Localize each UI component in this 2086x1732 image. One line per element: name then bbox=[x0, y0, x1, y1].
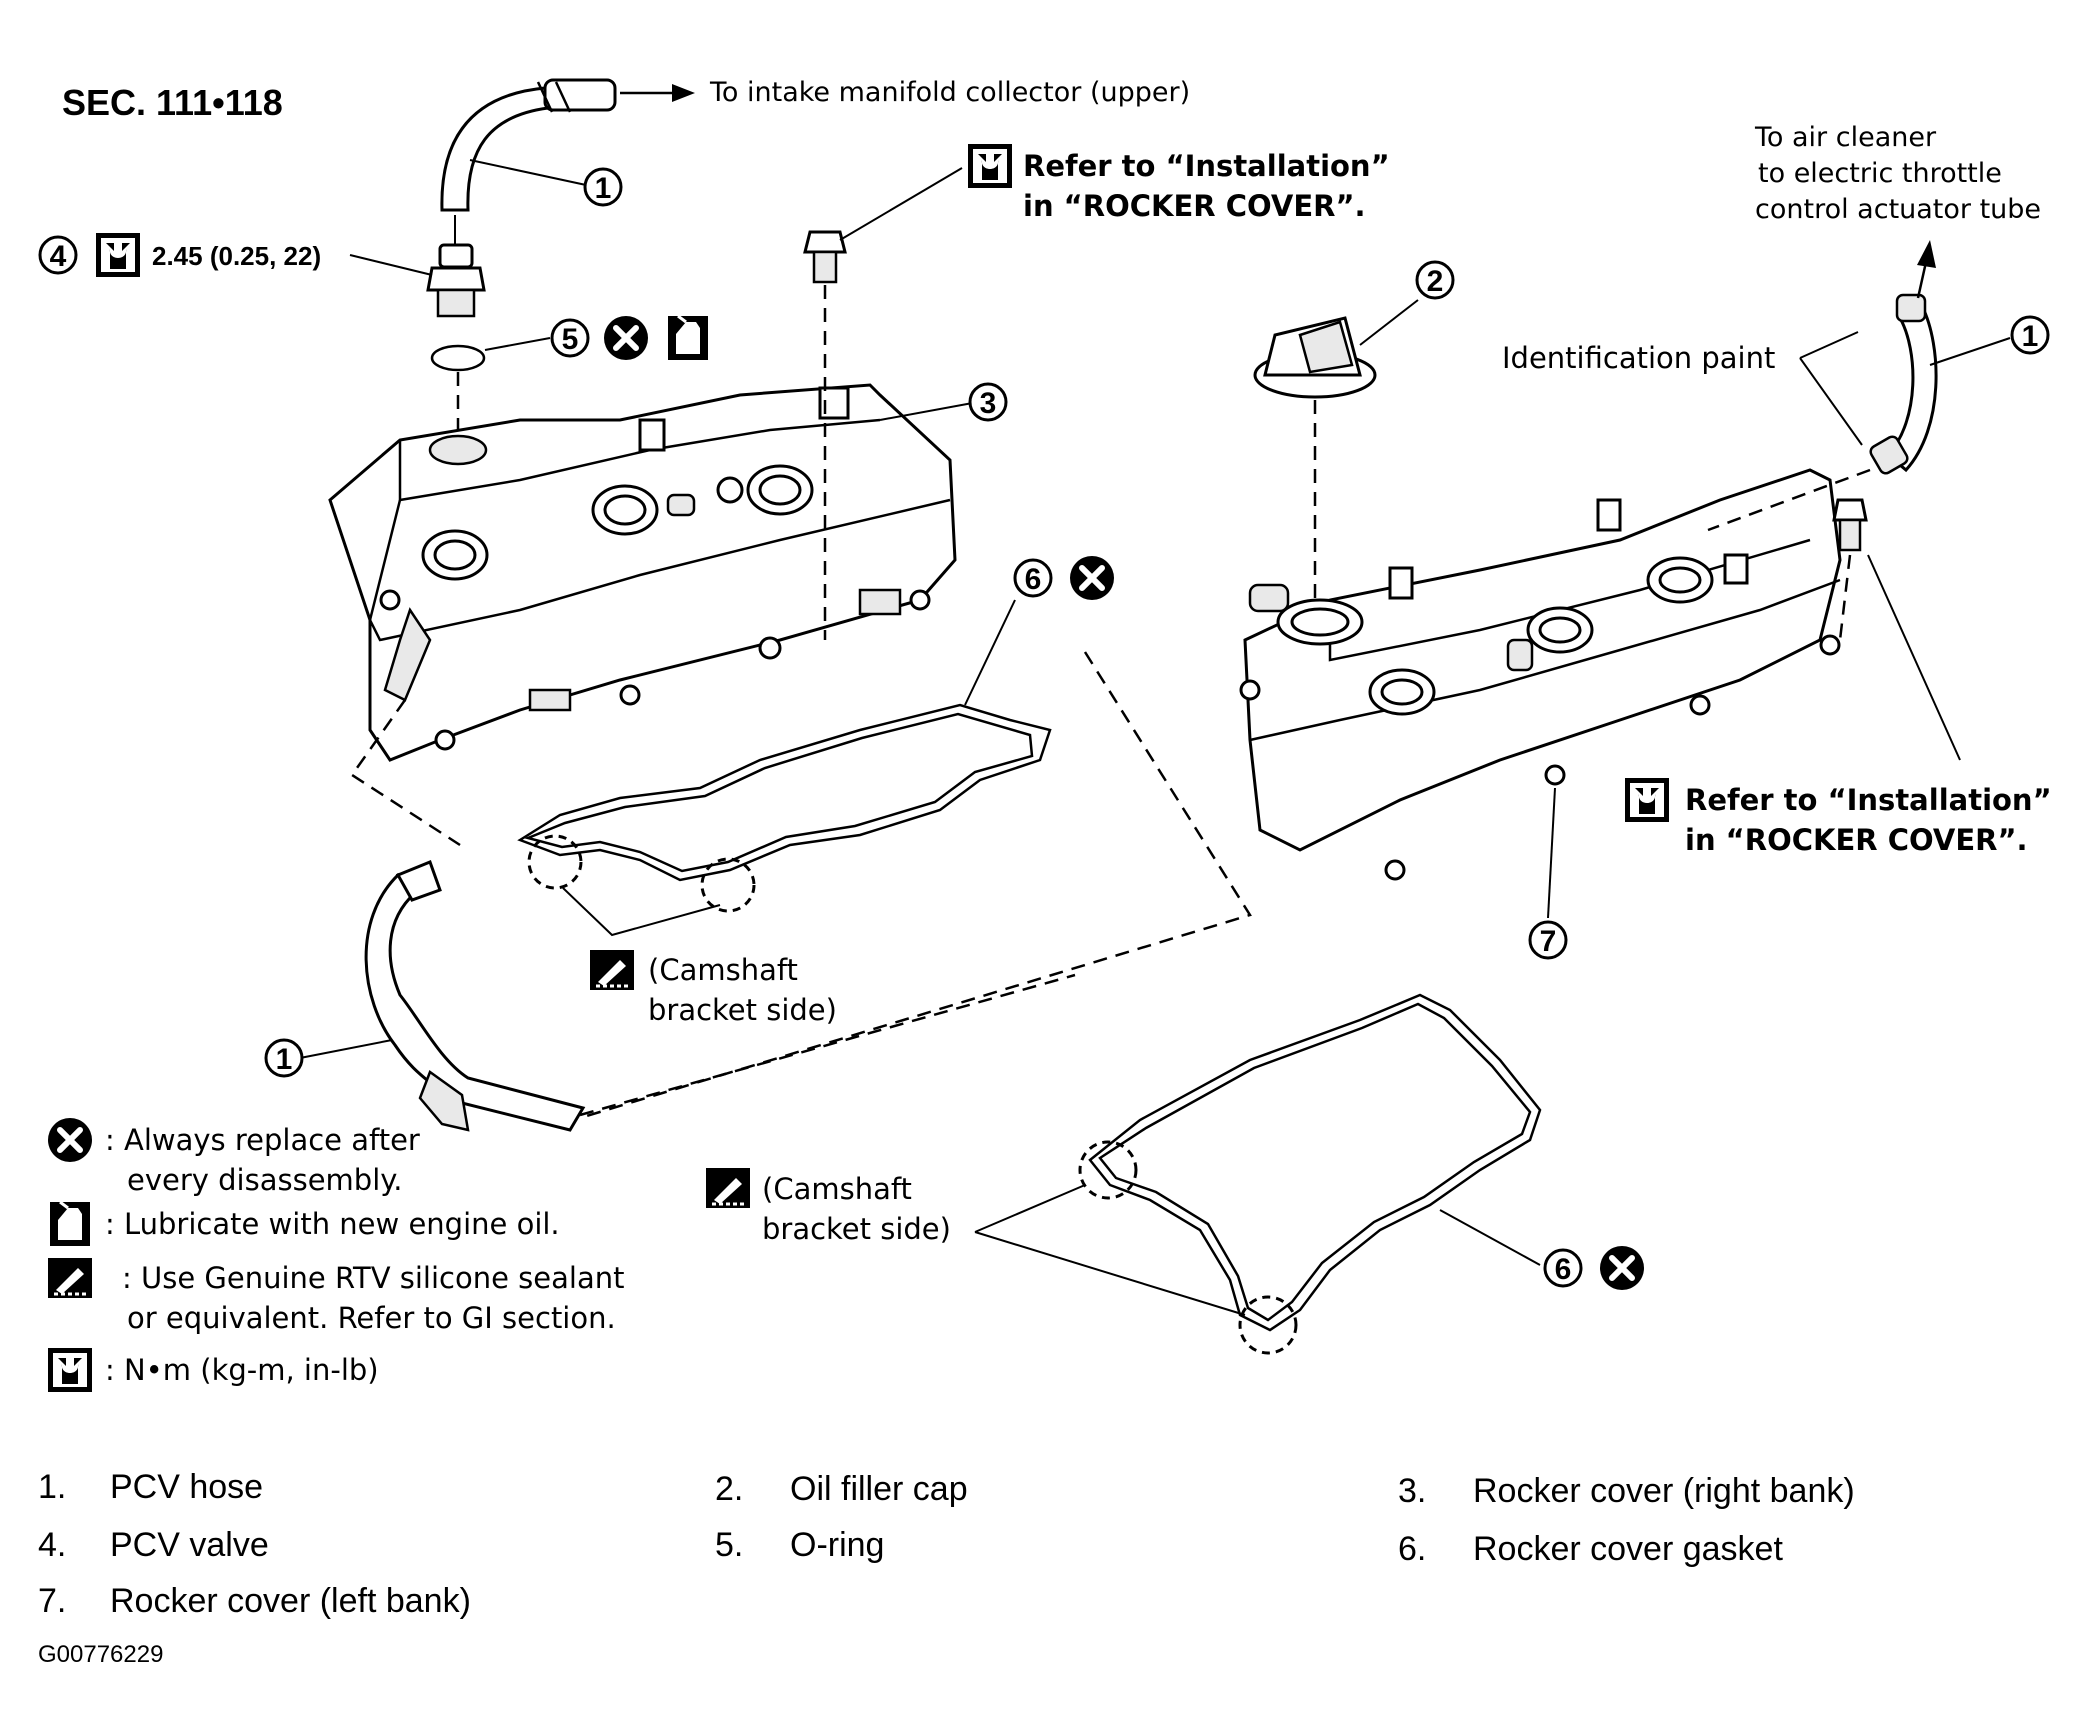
parts-list-name-1: PCV hose bbox=[110, 1468, 263, 1506]
pcv-valve bbox=[426, 243, 486, 318]
legend-replace-x-icon bbox=[48, 1118, 92, 1162]
parts-list-num-2: 2. bbox=[715, 1470, 743, 1508]
hose-centerline-right bbox=[1707, 468, 1871, 532]
callout-1-top: 1 bbox=[583, 167, 623, 207]
refer-installation-top-line2: in “ROCKER COVER”. bbox=[1023, 189, 1366, 223]
label-intake-manifold: To intake manifold collector (upper) bbox=[709, 77, 1190, 108]
intake-arrow-head bbox=[672, 84, 695, 102]
parts-list-name-6: Rocker cover gasket bbox=[1473, 1530, 1783, 1568]
parts-list-name-4: PCV valve bbox=[110, 1526, 269, 1564]
oil-can-icon bbox=[666, 314, 710, 362]
sealant-tube-icon-bottom bbox=[704, 1166, 752, 1210]
callout-1-right: 1 bbox=[2010, 315, 2050, 355]
legend-torque-wrench-icon bbox=[48, 1348, 92, 1392]
torque-wrench-icon-right bbox=[1625, 778, 1669, 822]
parts-list-name-2: Oil filler cap bbox=[790, 1470, 968, 1508]
legend-sealant-tube-icon bbox=[46, 1256, 94, 1300]
rocker-cover-left-bank bbox=[1239, 468, 1842, 881]
camshaft-mark-4 bbox=[1238, 1295, 1298, 1355]
torque-value: 2.45 (0.25, 22) bbox=[152, 241, 321, 271]
o-ring bbox=[430, 344, 486, 372]
parts-list-num-7: 7. bbox=[38, 1582, 66, 1620]
hose-route-line bbox=[579, 651, 1252, 1120]
camshaft-side-top-line2: bracket side) bbox=[648, 993, 837, 1027]
torque-wrench-icon-top bbox=[968, 144, 1012, 188]
svg-text:5: 5 bbox=[562, 323, 579, 356]
pcv-hose-lower bbox=[364, 860, 586, 1132]
oil-filler-cap bbox=[1253, 316, 1377, 399]
callout-7: 7 bbox=[1528, 920, 1568, 960]
legend-replace-line1: : Always replace after bbox=[105, 1123, 420, 1157]
svg-text:2: 2 bbox=[1427, 265, 1444, 298]
legend-oil-can-icon bbox=[48, 1200, 92, 1248]
parts-list-num-5: 5. bbox=[715, 1526, 743, 1564]
svg-text:1: 1 bbox=[276, 1043, 293, 1076]
figure-id: G00776229 bbox=[38, 1641, 163, 1668]
callout-2: 2 bbox=[1415, 260, 1455, 300]
camshaft-side-top-line1: (Camshaft bbox=[648, 953, 798, 987]
callout-3: 3 bbox=[968, 382, 1008, 422]
parts-list-num-6: 6. bbox=[1398, 1530, 1426, 1568]
parts-list: 1. PCV hose 2. Oil filler cap 3. Rocker … bbox=[38, 1468, 1855, 1620]
replace-x-icon-gasket-top bbox=[1070, 556, 1114, 600]
refer-installation-right-line1: Refer to “Installation” bbox=[1685, 783, 2052, 817]
rocker-cover-gasket-bottom bbox=[1088, 993, 1542, 1332]
rocker-cover-gasket-top bbox=[517, 703, 1052, 882]
rocker-cover-bolt-top bbox=[803, 230, 847, 284]
camshaft-side-bottom-line2: bracket side) bbox=[762, 1212, 951, 1246]
replace-x-icon-gasket-bottom bbox=[1600, 1246, 1644, 1290]
callout-6-top: 6 bbox=[1013, 558, 1053, 598]
refer-installation-right-line2: in “ROCKER COVER”. bbox=[1685, 823, 2028, 857]
replace-x-icon bbox=[604, 316, 648, 360]
svg-text:1: 1 bbox=[2022, 320, 2039, 353]
parts-list-num-4: 4. bbox=[38, 1526, 66, 1564]
callout-4: 4 bbox=[38, 235, 78, 275]
svg-text:6: 6 bbox=[1555, 1253, 1572, 1286]
label-air-cleaner-line1: To air cleaner bbox=[1754, 122, 1937, 153]
sealant-tube-icon-top bbox=[588, 948, 636, 992]
section-title: SEC. 111•118 bbox=[62, 82, 283, 123]
torque-wrench-icon bbox=[96, 233, 140, 277]
camshaft-side-bottom-line1: (Camshaft bbox=[762, 1172, 912, 1206]
parts-list-num-1: 1. bbox=[38, 1468, 66, 1506]
label-identification-paint: Identification paint bbox=[1502, 341, 1775, 375]
legend-sealant-line1: : Use Genuine RTV silicone sealant bbox=[122, 1261, 624, 1295]
hose-centerline-left bbox=[350, 699, 461, 847]
air-cleaner-arrow bbox=[1917, 240, 1936, 268]
parts-list-num-3: 3. bbox=[1398, 1472, 1426, 1510]
parts-list-name-5: O-ring bbox=[790, 1526, 884, 1564]
camshaft-mark-2 bbox=[700, 857, 756, 913]
legend-torque-line1: : N•m (kg-m, in-lb) bbox=[105, 1353, 379, 1387]
parts-list-name-7: Rocker cover (left bank) bbox=[110, 1582, 471, 1620]
pcv-hose-right bbox=[1869, 293, 1938, 475]
svg-text:3: 3 bbox=[980, 387, 997, 420]
callout-1-left: 1 bbox=[264, 1038, 304, 1078]
hose-centerline-bottom bbox=[579, 973, 1076, 1117]
svg-text:7: 7 bbox=[1540, 925, 1557, 958]
parts-list-name-3: Rocker cover (right bank) bbox=[1473, 1472, 1855, 1510]
refer-installation-top-line1: Refer to “Installation” bbox=[1023, 149, 1390, 183]
svg-text:6: 6 bbox=[1025, 563, 1042, 596]
callout-5: 5 bbox=[550, 318, 590, 358]
rocker-cover-bolt-right bbox=[1832, 498, 1868, 552]
legend-sealant-line2: or equivalent. Refer to GI section. bbox=[127, 1301, 616, 1335]
camshaft-mark-1 bbox=[527, 834, 583, 890]
legend-lubricate-line1: : Lubricate with new engine oil. bbox=[105, 1207, 560, 1241]
svg-text:1: 1 bbox=[595, 172, 612, 205]
pcv-hose-upper bbox=[440, 78, 617, 212]
callout-6-bottom: 6 bbox=[1543, 1248, 1583, 1288]
label-air-cleaner-line3: control actuator tube bbox=[1755, 194, 2041, 225]
rocker-cover-right-bank bbox=[328, 383, 957, 762]
legend-replace-line2: every disassembly. bbox=[127, 1163, 403, 1197]
label-air-cleaner-line2: to electric throttle bbox=[1758, 158, 2002, 189]
camshaft-mark-3 bbox=[1078, 1140, 1138, 1200]
svg-text:4: 4 bbox=[50, 240, 67, 273]
legend: : Always replace after every disassembly… bbox=[48, 1118, 624, 1392]
